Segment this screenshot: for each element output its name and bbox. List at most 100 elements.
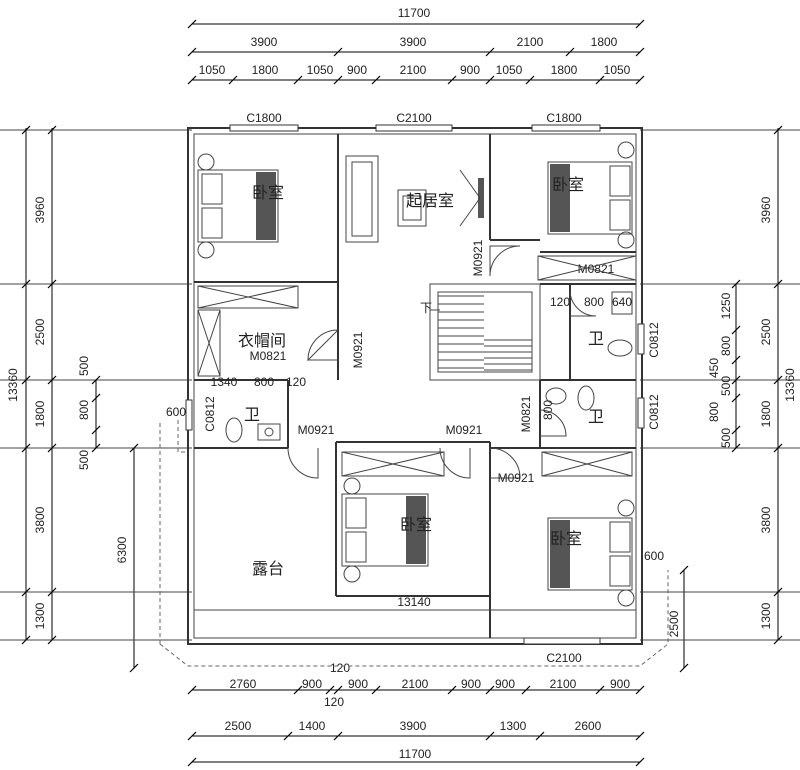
dim-bottom-mid: 3900 — [400, 719, 427, 733]
dimension-tick — [187, 75, 197, 85]
dimension-tick — [47, 125, 57, 135]
dimension-tick — [635, 731, 645, 741]
windows: C1800 C2100 C1800 C2100 C0812 C0812 C081… — [185, 111, 661, 665]
dim-right-inner: 500 — [719, 428, 733, 448]
dim-top-mid: 3900 — [400, 35, 427, 49]
dimension-tick — [635, 757, 645, 767]
dim-top-inner: 1050 — [199, 63, 226, 77]
dimension-tick — [635, 75, 645, 85]
dimension-tick — [47, 587, 57, 597]
dimension-tick — [595, 75, 605, 85]
staircase: 下 — [420, 283, 541, 381]
dimension-tick — [485, 731, 495, 741]
dimension-tick — [773, 125, 783, 135]
doors: M0921 M0921 M0821 M0821 M0921 M0921 M082… — [250, 239, 615, 485]
door-label-right-bath-lower: M0821 — [519, 395, 533, 432]
dimension-tick — [731, 443, 741, 453]
left-dimensions: 13360 3960 2500 1800 3800 1300 500 800 5… — [0, 125, 192, 673]
dim-right: 3800 — [759, 506, 773, 533]
dimension-tick — [129, 663, 139, 673]
dimension-tick — [773, 279, 783, 289]
dimension-tick — [187, 731, 197, 741]
dimension-tick — [635, 685, 645, 695]
dimension-tick — [21, 443, 31, 453]
dim-left-inner: 500 — [77, 450, 91, 470]
dimension-tick — [228, 75, 238, 85]
dimension-tick — [447, 685, 457, 695]
bath-dim: 120 — [286, 375, 306, 389]
dim-left-inner: 500 — [77, 356, 91, 376]
dim-bottom-120: 120 — [330, 661, 350, 675]
dimension-tick — [595, 685, 605, 695]
dim-bottom-inner: 900 — [495, 677, 515, 691]
dimension-tick — [525, 75, 535, 85]
dim-right-inner: 800 — [719, 336, 733, 356]
door-label-closet-top: M0821 — [250, 349, 287, 363]
dimension-tick — [485, 47, 495, 57]
dim-top-mid: 2100 — [517, 35, 544, 49]
dimension-tick — [21, 125, 31, 135]
dim-right-inner: 800 — [707, 402, 721, 422]
dim-right-inner: 450 — [707, 358, 721, 378]
window-label-top-mid: C2100 — [396, 111, 432, 125]
dimension-tick — [773, 635, 783, 645]
dimension-tick — [187, 47, 197, 57]
dim-bottom-inner: 900 — [348, 677, 368, 691]
dim-bottom-mid: 2600 — [575, 719, 602, 733]
bath-dim: 800 — [254, 375, 274, 389]
dimension-tick — [91, 443, 101, 453]
dimension-tick — [371, 685, 381, 695]
dim-top-inner: 1050 — [496, 63, 523, 77]
dimension-tick — [129, 443, 139, 453]
bath-dim-800: 800 — [541, 400, 555, 420]
dimension-tick — [47, 375, 57, 385]
dimension-tick — [187, 757, 197, 767]
dimension-tick — [187, 19, 197, 29]
dimension-tick — [679, 565, 689, 575]
dim-terrace-width: 13140 — [397, 595, 431, 609]
dim-bottom-mid: 1300 — [500, 719, 527, 733]
room-label-bath: 卫 — [588, 407, 604, 426]
room-label-bedroom: 卧室 — [252, 183, 284, 202]
dim-right: 1300 — [759, 602, 773, 629]
door-label-closet: M0921 — [351, 331, 365, 368]
door-label-living: M0921 — [471, 239, 485, 276]
room-label-closet: 衣帽间 — [238, 331, 286, 350]
dimension-tick — [731, 355, 741, 365]
dimension-tick — [47, 635, 57, 645]
dimension-tick — [485, 685, 495, 695]
dimension-tick — [21, 375, 31, 385]
interior-walls — [194, 134, 636, 638]
dimension-tick — [21, 279, 31, 289]
dim-top-inner: 1800 — [252, 63, 279, 77]
dimension-tick — [731, 325, 741, 335]
dimension-tick — [293, 685, 303, 695]
furniture — [197, 141, 637, 607]
room-label-bedroom: 卧室 — [400, 515, 432, 534]
dimension-tick — [635, 47, 645, 57]
dim-bottom-total: 11700 — [399, 747, 432, 761]
dimension-tick — [565, 47, 575, 57]
exterior-walls — [159, 127, 669, 667]
dim-left: 3960 — [33, 196, 47, 223]
dimension-tick — [679, 663, 689, 673]
dim-left: 3800 — [33, 506, 47, 533]
dim-top-inner: 1800 — [551, 63, 578, 77]
dimension-tick — [773, 443, 783, 453]
dimension-tick — [485, 75, 495, 85]
dim-right-2500: 2500 — [667, 610, 681, 637]
dim-top-inner: 2100 — [400, 63, 427, 77]
dim-left: 2500 — [33, 318, 47, 345]
dim-left: 1300 — [33, 602, 47, 629]
dimension-tick — [535, 731, 545, 741]
dim-bottom-inner: 900 — [302, 677, 322, 691]
dim-bottom-inner: 900 — [610, 677, 630, 691]
dim-left: 1800 — [33, 400, 47, 427]
dim-left-inner: 800 — [77, 400, 91, 420]
dimension-tick — [91, 375, 101, 385]
dim-bottom-mid: 1400 — [299, 719, 326, 733]
dim-top-mid: 1800 — [591, 35, 618, 49]
dimension-tick — [283, 731, 293, 741]
dim-bottom-inner: 2100 — [402, 677, 429, 691]
